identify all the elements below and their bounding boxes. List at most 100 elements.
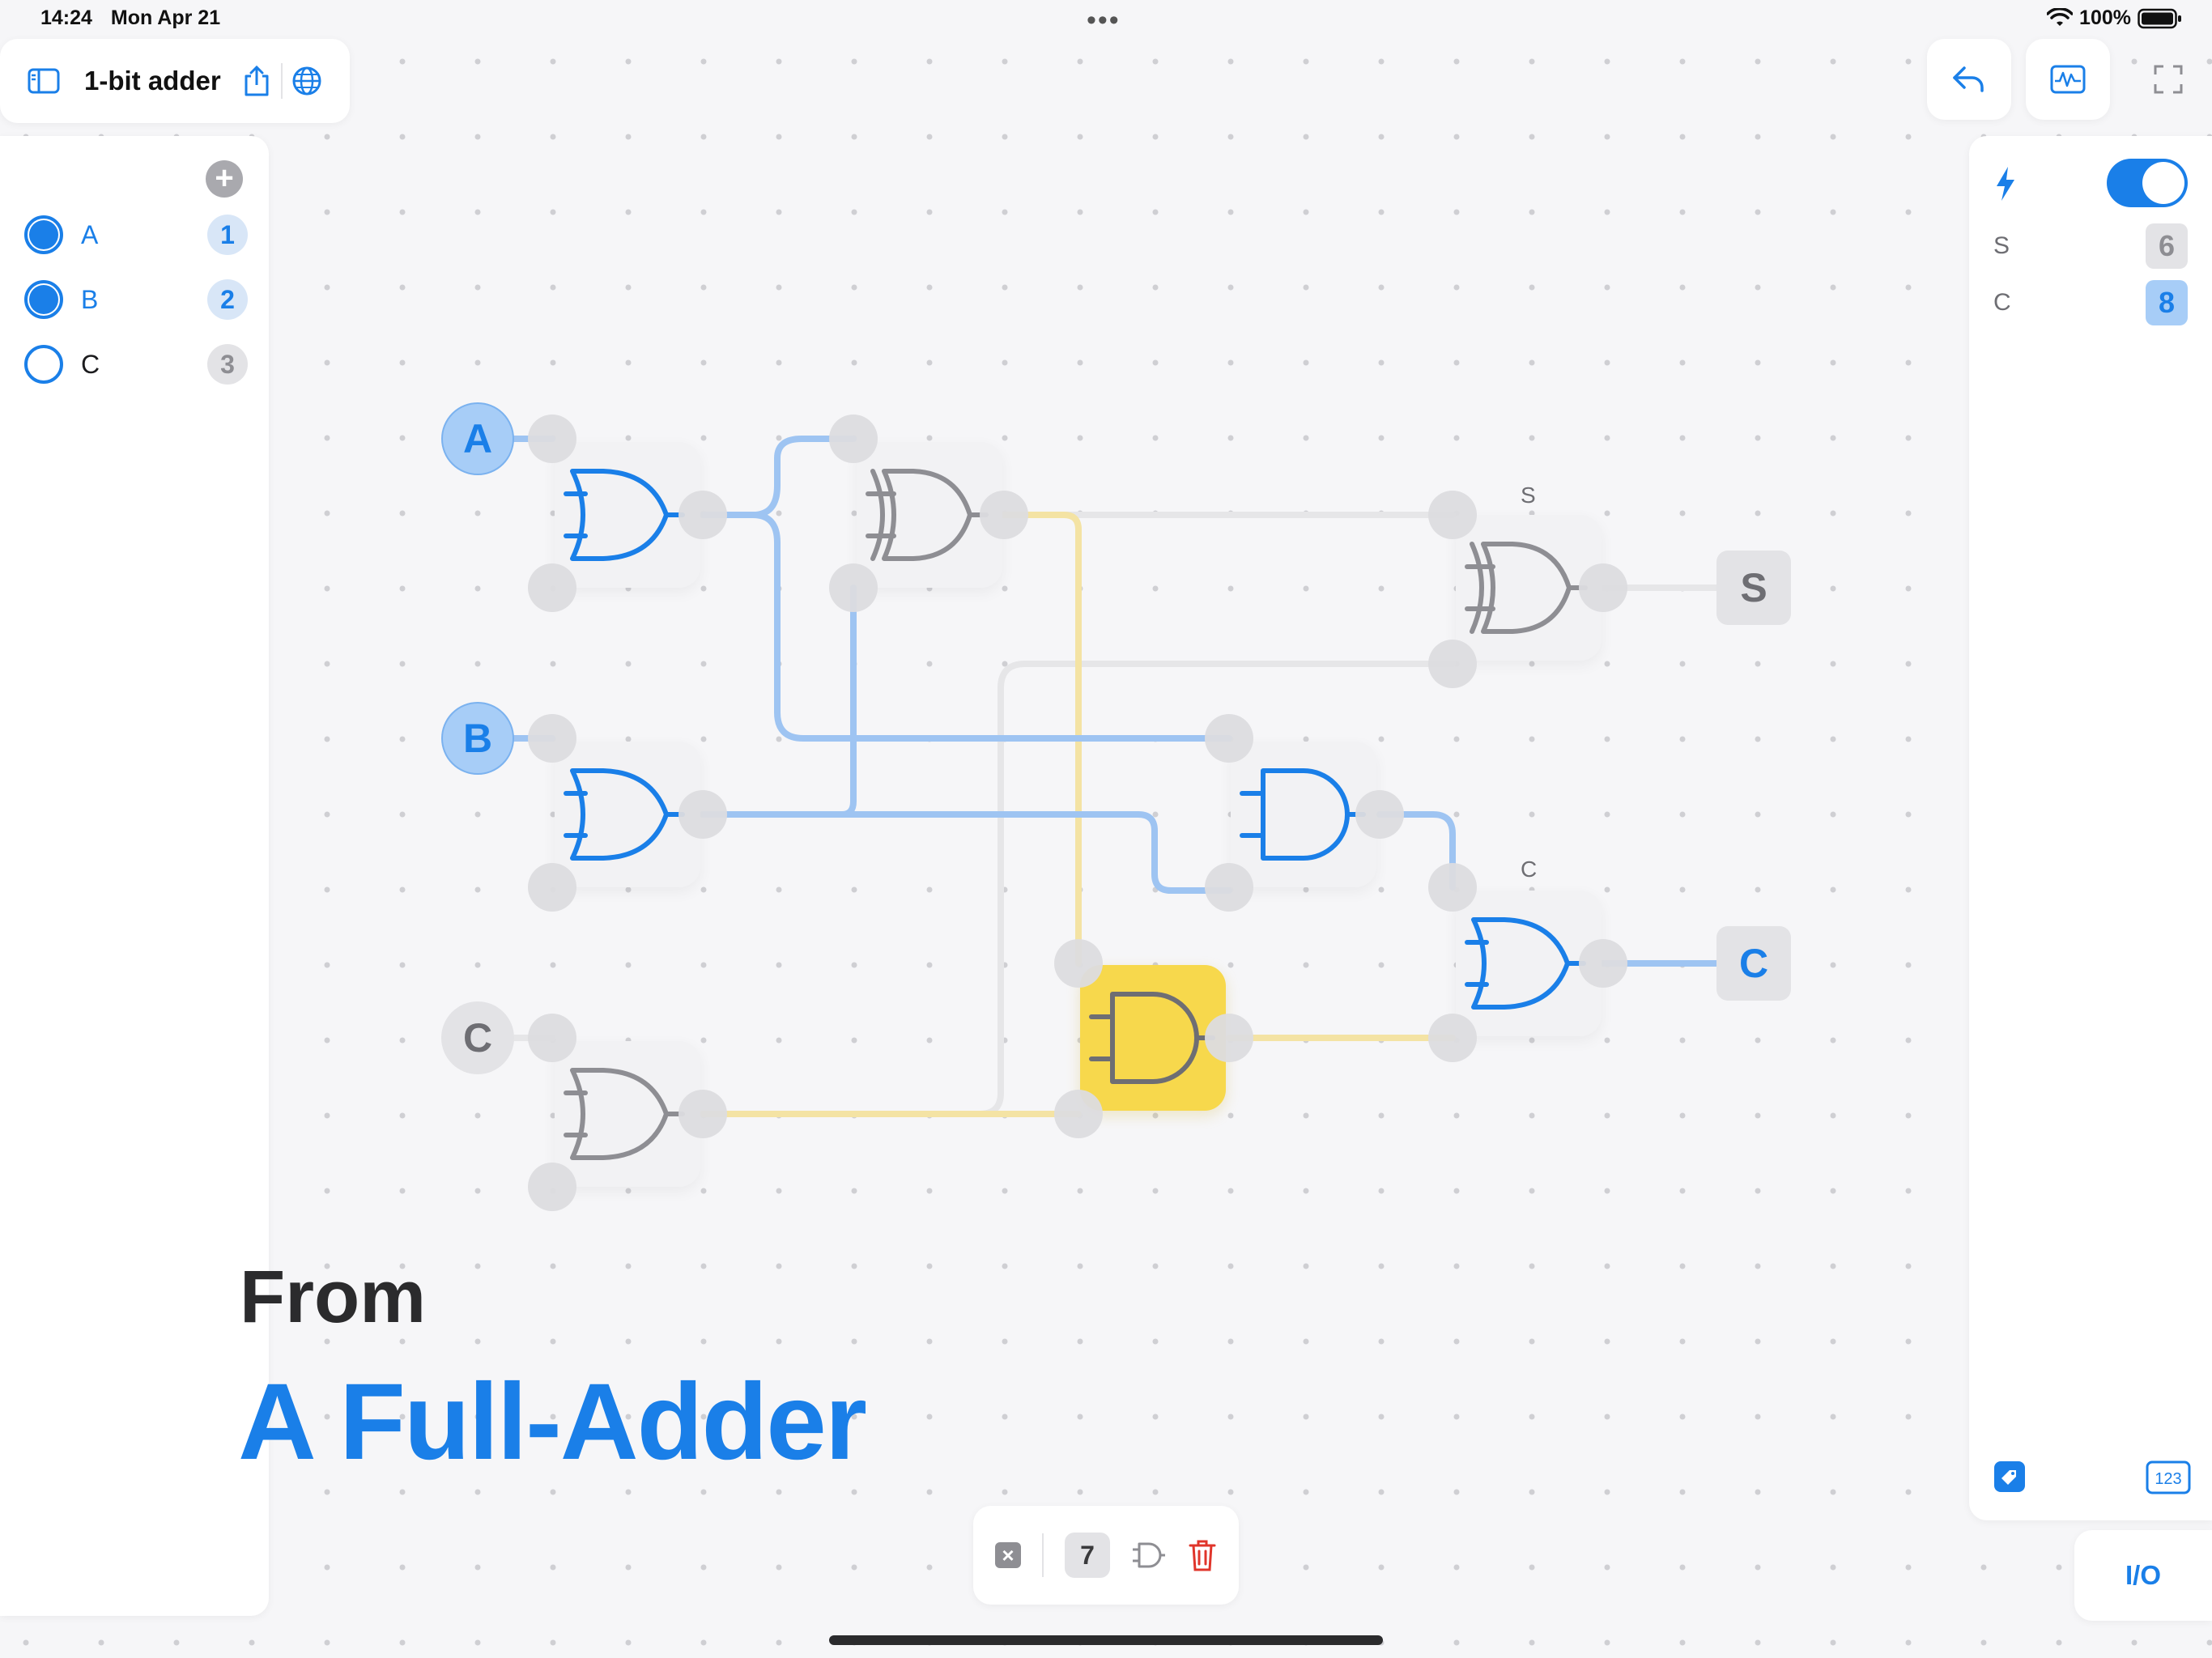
- or-gate-icon: [564, 1068, 685, 1160]
- input-b-toggle[interactable]: [24, 280, 63, 319]
- input-b-label: B: [81, 284, 99, 314]
- output-row-s: S 6: [1993, 223, 2188, 269]
- battery-percent: 100%: [2079, 6, 2131, 29]
- gate-port[interactable]: [528, 1163, 576, 1211]
- selection-count: 7: [1065, 1533, 1110, 1578]
- gate-port[interactable]: [1428, 1014, 1477, 1062]
- input-row-b[interactable]: B 2: [24, 275, 248, 324]
- multitasking-dots[interactable]: •••: [1087, 5, 1121, 36]
- outputs-panel: S 6 C 8 123: [1969, 136, 2212, 1520]
- input-c-index-badge: 3: [207, 344, 248, 385]
- fullscreen-icon: [2154, 65, 2183, 94]
- gate-label-sum: S: [1521, 483, 1536, 508]
- xor-gate-icon: [1465, 542, 1588, 634]
- xor-gate-1[interactable]: [857, 442, 1002, 588]
- input-b-index-badge: 2: [207, 279, 248, 320]
- fullscreen-button[interactable]: [2126, 39, 2210, 120]
- headline-from: From: [240, 1256, 426, 1338]
- and-gate-1[interactable]: [1231, 742, 1376, 887]
- output-c-label: C: [1993, 289, 2011, 316]
- gate-port[interactable]: [1428, 491, 1477, 539]
- waveform-button[interactable]: [2026, 39, 2110, 120]
- wire-gate2-to-and2: [839, 811, 1232, 894]
- wifi-icon: [2047, 7, 2074, 26]
- output-s-label: S: [1993, 232, 2010, 259]
- gate-port[interactable]: [1054, 1090, 1103, 1138]
- and-gate-icon: [1089, 992, 1215, 1084]
- xor-gate-sum[interactable]: [1456, 515, 1602, 661]
- input-a-toggle[interactable]: [24, 215, 63, 254]
- gate-port[interactable]: [1428, 863, 1477, 912]
- tag-icon[interactable]: [1992, 1459, 2027, 1494]
- inputs-panel: + A 1 B 2 C 3: [0, 136, 269, 1616]
- input-a-index-badge: 1: [207, 215, 248, 255]
- gate-port[interactable]: [1579, 939, 1627, 988]
- input-c-toggle[interactable]: [24, 345, 63, 384]
- status-bar-left: 14:24 Mon Apr 21: [40, 6, 233, 30]
- home-indicator[interactable]: [829, 1635, 1383, 1645]
- headline-full-adder: A Full-Adder: [238, 1362, 867, 1482]
- gate-port[interactable]: [1205, 1014, 1253, 1062]
- status-date: Mon Apr 21: [110, 6, 221, 29]
- gate-port[interactable]: [980, 491, 1028, 539]
- lightning-icon: [1997, 167, 2014, 201]
- simulate-toggle[interactable]: [2107, 159, 2188, 207]
- add-input-button[interactable]: +: [206, 160, 243, 198]
- output-c-value: 8: [2146, 280, 2188, 325]
- gate-port[interactable]: [528, 563, 576, 612]
- io-button[interactable]: I/O: [2074, 1530, 2212, 1621]
- trash-icon[interactable]: [1188, 1538, 1217, 1572]
- wire-xor1-to-and3: [1001, 512, 1082, 967]
- output-node-c[interactable]: C: [1716, 926, 1791, 1001]
- gate-port[interactable]: [1205, 714, 1253, 763]
- output-row-c: C 8: [1993, 280, 2188, 325]
- gate-port[interactable]: [1054, 939, 1103, 988]
- gate-port[interactable]: [528, 1014, 576, 1062]
- wire-gate1-to-and2: [750, 512, 1232, 742]
- undo-icon: [1953, 66, 1984, 92]
- document-title-bar: 1-bit adder: [0, 39, 350, 123]
- title-bar-divider: [280, 63, 283, 99]
- status-bar-right: 100%: [2047, 6, 2183, 30]
- output-s-value: 6: [2146, 223, 2188, 269]
- waveform-icon: [2050, 65, 2086, 94]
- status-time: 14:24: [40, 6, 92, 29]
- gate-label-carry: C: [1521, 857, 1538, 882]
- and-gate-selected[interactable]: [1080, 965, 1226, 1111]
- input-node-c[interactable]: C: [441, 1001, 514, 1074]
- gate-port[interactable]: [1579, 563, 1627, 612]
- sidebar-toggle-icon[interactable]: [24, 62, 63, 100]
- or-gate-3[interactable]: [555, 1041, 700, 1187]
- xor-gate-icon: [866, 469, 989, 561]
- input-node-a[interactable]: A: [441, 402, 514, 475]
- output-node-s[interactable]: S: [1716, 551, 1791, 625]
- or-gate-2[interactable]: [555, 742, 700, 887]
- input-node-b[interactable]: B: [441, 702, 514, 775]
- gate-port[interactable]: [528, 863, 576, 912]
- gate-port[interactable]: [1428, 640, 1477, 688]
- input-row-a[interactable]: A 1: [24, 210, 248, 259]
- gate-port[interactable]: [678, 790, 727, 839]
- and-gate-icon: [1240, 768, 1366, 861]
- numeric-display-icon[interactable]: 123: [2146, 1460, 2191, 1494]
- globe-icon[interactable]: [287, 62, 326, 100]
- deselect-icon[interactable]: ×: [995, 1542, 1021, 1568]
- selection-toolbar: × 7: [973, 1506, 1239, 1605]
- gate-port[interactable]: [528, 714, 576, 763]
- share-icon[interactable]: [237, 62, 276, 100]
- gate-port[interactable]: [829, 563, 878, 612]
- or-gate-1[interactable]: [555, 442, 700, 588]
- gate-port[interactable]: [678, 491, 727, 539]
- gate-port[interactable]: [1355, 790, 1404, 839]
- and-gate-tool-icon[interactable]: [1131, 1539, 1167, 1571]
- gate-port[interactable]: [528, 414, 576, 463]
- undo-button[interactable]: [1927, 39, 2011, 120]
- svg-text:123: 123: [2155, 1470, 2181, 1488]
- gate-port[interactable]: [1205, 863, 1253, 912]
- gate-port[interactable]: [829, 414, 878, 463]
- input-c-label: C: [81, 349, 100, 379]
- document-title[interactable]: 1-bit adder: [84, 66, 221, 96]
- toolbar-divider: [1042, 1533, 1044, 1577]
- input-row-c[interactable]: C 3: [24, 340, 248, 389]
- gate-port[interactable]: [678, 1090, 727, 1138]
